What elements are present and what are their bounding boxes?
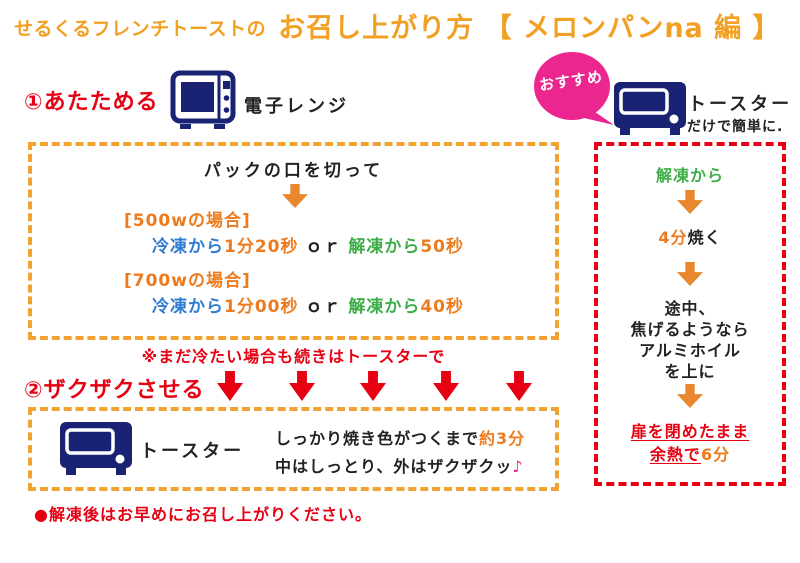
flow-step4: 扉を閉めたまま 余熱で6分 [598,420,782,466]
music-note-icon: ♪ [512,457,524,476]
microwave-icon [170,70,236,138]
bake-time: 4分 [658,228,688,247]
frozen-time: 1分20秒 [224,237,299,257]
thawed-time: 40秒 [420,297,465,317]
flow-step4-line2: 余熱で [649,445,701,464]
flow-step3-line3: アルミホイル [639,341,741,360]
speech-bubble-icon [534,52,614,125]
thawed-label: 解凍から [348,237,421,257]
or-label: ｏｒ [305,237,342,257]
recommend-badge: おすすめ [532,50,618,128]
frozen-label: 冷凍から [152,237,224,257]
down-arrow-icon [677,262,703,286]
toaster-icon [58,420,134,482]
title-main: お召し上がり方 【 メロンパンna 編 】 [278,13,781,44]
flow-step1: 解凍から [655,166,724,185]
down-arrow-icon [677,190,703,214]
flow-step3-line4: を上に [664,362,716,381]
toaster-finishing-box: トースター しっかり焼き色がつくまで約3分 中はしっとり、外はザクザクッ♪ [28,407,559,491]
down-arrow-icon [282,184,308,208]
intro-line: パックの口を切って [203,161,384,181]
footer-note: ●解凍後はお早めにお召し上がりください。 [34,505,372,524]
frozen-label: 冷凍から [152,297,224,317]
toaster-result-line1: しっかり焼き色がつくまで約3分 [275,425,525,449]
thawed-label: 解凍から [348,297,421,317]
step1-heading: ①あたためる [24,90,159,115]
recommend-subtitle: だけで簡単に. [687,119,784,135]
case-700w-header: [700wの場合] [124,271,251,291]
flow-step3-line2: 焦げるようなら [630,320,750,339]
red-down-arrow-icon [360,371,386,401]
microwave-instructions-box: パックの口を切って [500wの場合] 冷凍から1分20秒 ｏｒ 解凍から50秒… [28,142,559,340]
page-title: せるくるフレンチトーストの お召し上がり方 【 メロンパンna 編 】 [14,6,781,45]
flow-step4-line1: 扉を閉めたまま [630,422,750,441]
frozen-time: 1分00秒 [224,297,299,317]
red-down-arrow-icon [506,371,532,401]
residual-heat-time: 6分 [700,445,731,464]
bake-text: 焼く [687,228,722,247]
red-down-arrow-icon [289,371,315,401]
toaster-only-flow-box: 解凍から 4分焼く 途中、 焦げるようなら アルミホイル を上に 扉を閉めたまま… [594,142,786,486]
flow-step3-line1: 途中、 [664,299,716,318]
result-text: しっかり焼き色がつくまで [275,429,480,448]
case-700w-line: 冷凍から1分00秒 ｏｒ 解凍から40秒 [152,292,464,317]
toaster-icon [612,80,688,142]
title-prefix: せるくるフレンチトーストの [14,18,267,40]
step2-heading: ②ザクザクさせる [24,378,205,403]
red-down-arrow-icon [217,371,243,401]
still-cold-note: ※まだ冷たい場合も続きはトースターで [141,347,446,366]
or-label: ｏｒ [305,297,342,317]
toaster-label: トースター [140,441,245,462]
red-down-arrow-icon [433,371,459,401]
result-text: 中はしっとり、外はザクザクッ [275,457,513,476]
down-arrow-icon [677,384,703,408]
toaster-result-line2: 中はしっとり、外はザクザクッ♪ [275,453,524,477]
flow-step3: 途中、 焦げるようなら アルミホイル を上に [598,298,782,382]
recommend-appliance-label: トースター [688,94,793,115]
flow-step2: 4分焼く [598,224,782,248]
thawed-time: 50秒 [420,237,465,257]
microwave-label: 電子レンジ [244,96,349,117]
case-500w-line: 冷凍から1分20秒 ｏｒ 解凍から50秒 [152,232,464,257]
case-500w-header: [500wの場合] [124,211,251,231]
result-time: 約3分 [479,429,526,448]
